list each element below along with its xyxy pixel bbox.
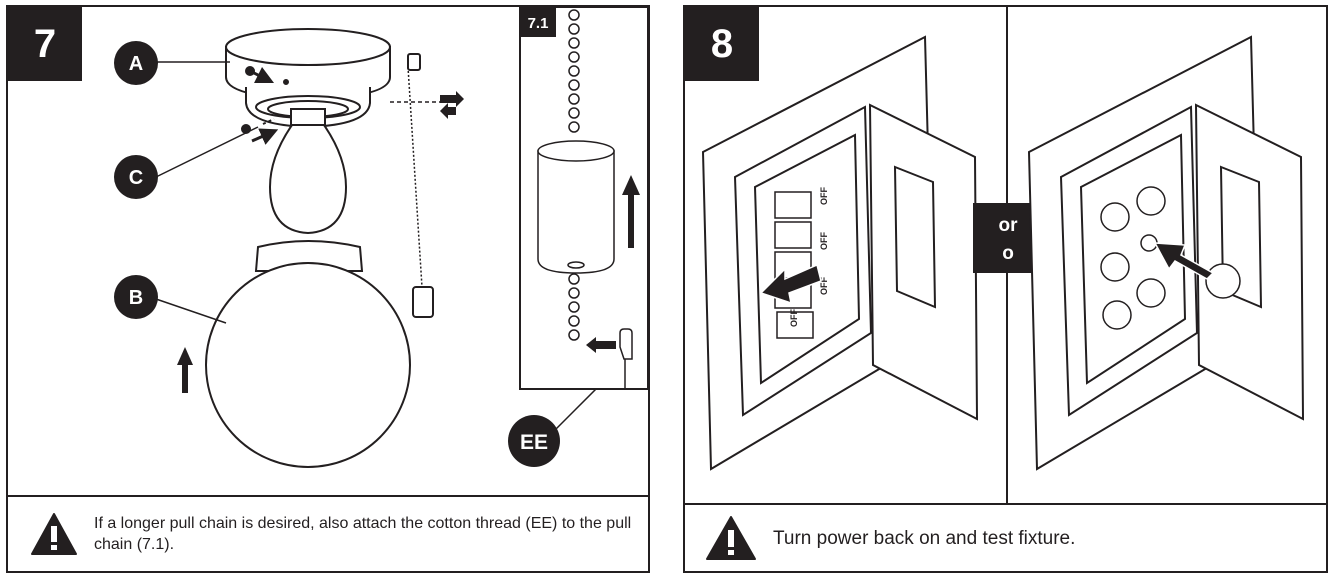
glass-globe [205,240,411,468]
up-arrow [177,347,193,393]
fuse-arrow [1153,242,1215,280]
callout-ee: EE [508,415,560,467]
warning-icon [706,516,756,560]
step-7-panel: 7 [6,5,650,573]
breaker-arrow [759,263,822,305]
step-7-caption-text: If a longer pull chain is desired, also … [94,515,632,553]
svg-text:or: or [999,215,1019,236]
svg-text:7.1: 7.1 [528,15,549,32]
callout-a: A [114,41,158,85]
pull-chain [390,66,448,318]
svg-text:EE: EE [520,431,548,454]
step-8-illustration: OFF OFF OFF OFF or o [701,7,1305,503]
chain-arrows [440,91,464,119]
step-7-caption: If a longer pull chain is desired, also … [8,495,648,571]
warning-icon [31,513,77,555]
light-bulb [268,108,348,235]
step-8-caption-text: Turn power back on and test fixture. [773,527,1076,549]
step-7-illustration: A C B 7.1 [114,7,648,468]
screw-c [241,118,279,145]
step-7-number: 7 [8,7,82,81]
breaker-off-labels: OFF OFF OFF OFF [789,187,829,327]
callout-c: C [114,155,158,199]
svg-text:o: o [1002,243,1014,264]
svg-text:OFF: OFF [819,277,829,295]
svg-text:B: B [129,287,143,309]
svg-text:OFF: OFF [819,232,829,250]
svg-text:OFF: OFF [789,309,799,327]
inset-7-1: 7.1 [519,7,648,390]
svg-text:C: C [129,167,143,189]
svg-text:OFF: OFF [819,187,829,205]
svg-text:A: A [129,53,143,75]
step-8-number: 8 [685,7,759,81]
screw-a [245,66,289,85]
breaker-panel [701,35,979,471]
callout-b: B [114,275,158,319]
fuse-panel [1027,35,1305,471]
step-8-panel: 8 OFF OFF OFF OFF [683,5,1328,573]
step-8-caption: Turn power back on and test fixture. [685,503,1326,571]
